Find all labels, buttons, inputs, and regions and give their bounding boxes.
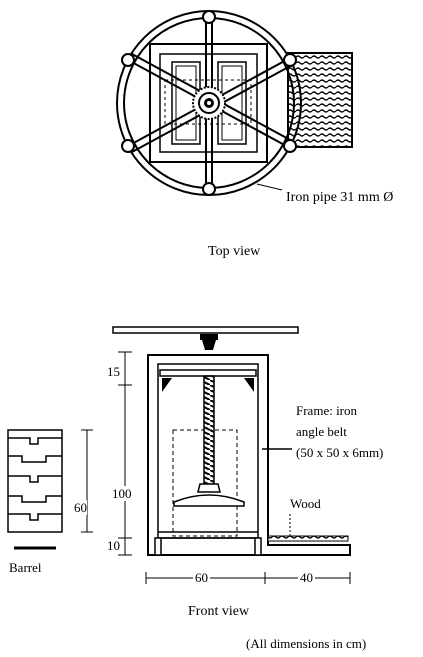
frame-label-line1: Frame: iron (296, 403, 358, 418)
dimensions-footnote: (All dimensions in cm) (246, 636, 367, 651)
iron-pipe-label: Iron pipe 31 mm Ø (286, 190, 394, 205)
dim-extension-label: 40 (298, 570, 315, 585)
wood-base (267, 535, 349, 542)
dim-base-label: 10 (107, 538, 120, 553)
dim-width-label: 60 (193, 570, 210, 585)
frame-outer-top (149, 43, 268, 163)
frame-label-line3: (50 x 50 x 6mm) (296, 445, 384, 460)
frame-label-line2: angle belt (296, 424, 347, 439)
dim-total-label: 100 (112, 486, 132, 501)
horizontal-dimension (145, 572, 351, 584)
barrel-drawing (7, 429, 93, 550)
top-view-caption: Top view (208, 244, 261, 259)
front-view-caption: Front view (188, 604, 250, 619)
frame-inner-top (159, 53, 258, 153)
barrel-label: Barrel (9, 560, 42, 575)
press-screw (203, 375, 215, 485)
rim-knobs (121, 10, 297, 196)
wood-label: Wood (290, 496, 321, 511)
vertical-dimension (118, 351, 132, 556)
dim-top-label: 15 (107, 364, 120, 379)
wood-block-top (287, 52, 353, 148)
pressing-plate (173, 494, 245, 507)
front-view-drawing (112, 326, 351, 584)
pipe-leader-line (256, 183, 283, 191)
top-view-drawing (116, 10, 353, 196)
dim-barrel-label: 60 (74, 500, 87, 515)
handwheel-bar-front (112, 326, 299, 334)
